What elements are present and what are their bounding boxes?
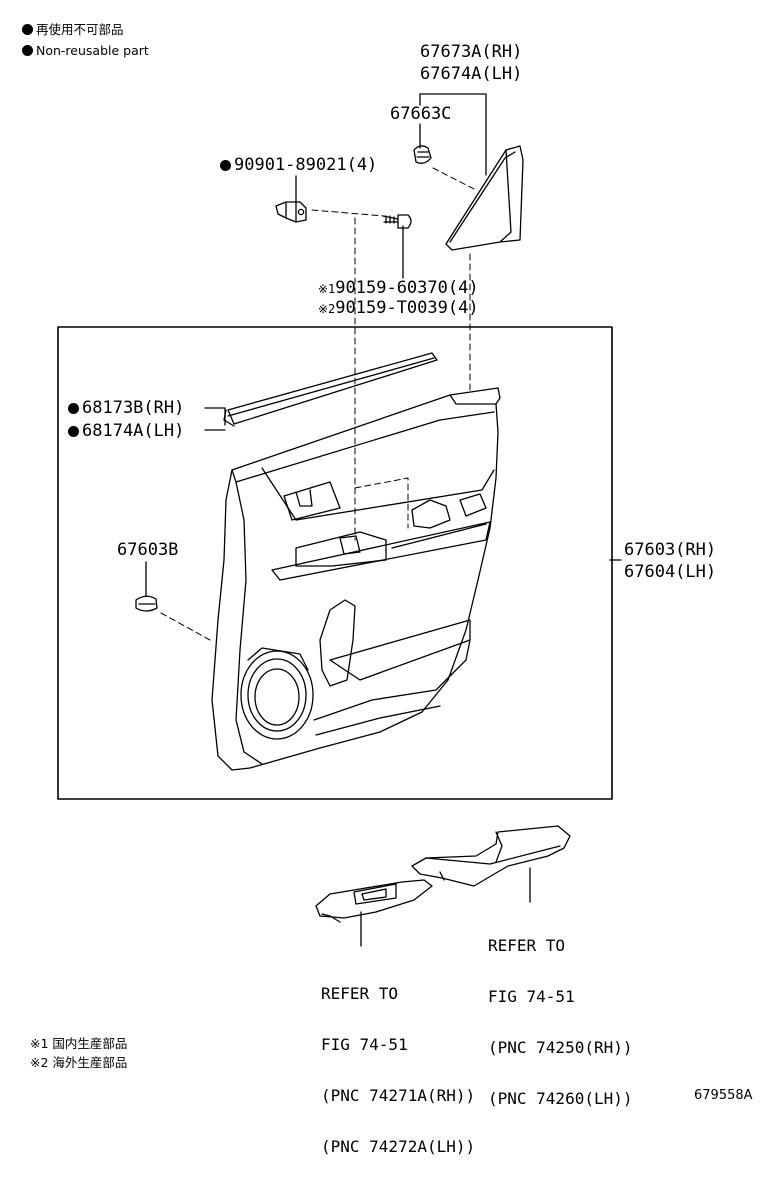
part-number-68173b: 68173B(RH) — [82, 398, 185, 418]
part-number-68174a: 68174A(LH) — [82, 421, 185, 441]
part-label-67604[interactable]: 67604(LH) — [624, 562, 717, 582]
part-label-68174a[interactable]: 68174A(LH) — [68, 421, 184, 441]
refer-upper-line-4: (PNC 74260(LH)) — [488, 1089, 633, 1108]
dashed-assembly-lines — [160, 167, 477, 641]
part-number-90159-t0039: 90159-T0039(4) — [335, 298, 479, 318]
refer-block-lower: REFER TO FIG 74-51 (PNC 74271A(RH)) (PNC… — [321, 951, 475, 1189]
assembly-frame — [57, 326, 613, 800]
non-reusable-dot-icon — [68, 426, 79, 437]
refer-upper-line-2[interactable]: FIG 74-51 — [488, 987, 575, 1006]
corner-garnish-drawing — [445, 145, 524, 251]
clip-90901-drawing — [275, 201, 307, 223]
switch-base-drawing — [315, 879, 433, 923]
part-label-67673a[interactable]: 67673A(RH) — [420, 42, 523, 62]
part-number-90159-60370: 90159-60370(4) — [335, 278, 479, 298]
figure-id: 679558A — [694, 1088, 753, 1103]
part-label-67674a[interactable]: 67674A(LH) — [420, 64, 523, 84]
screw-90159-drawing — [382, 214, 412, 229]
footnote-2: ※2 海外生産部品 — [30, 1055, 128, 1070]
legend-reuse-jp: 再使用不可部品 — [22, 22, 124, 38]
note-mark-2: ※2 — [318, 302, 336, 316]
legend-reuse-en: Non-reusable part — [22, 43, 149, 59]
weatherstrip-drawing — [223, 352, 438, 427]
refer-lower-line-2[interactable]: FIG 74-51 — [321, 1035, 408, 1054]
refer-lower-line-3: (PNC 74271A(RH)) — [321, 1086, 476, 1105]
non-reusable-dot-icon — [22, 24, 33, 35]
part-label-68173b[interactable]: 68173B(RH) — [68, 398, 184, 418]
refer-upper-line-3: (PNC 74250(RH)) — [488, 1038, 633, 1057]
part-label-90159-1[interactable]: ※190159-60370(4) — [318, 278, 479, 299]
refer-lower-line-4: (PNC 74272A(LH)) — [321, 1137, 476, 1156]
clip-67603b-drawing — [135, 595, 158, 612]
non-reusable-dot-icon — [68, 403, 79, 414]
refer-block-upper: REFER TO FIG 74-51 (PNC 74250(RH)) (PNC … — [488, 903, 633, 1141]
footnote-1: ※1 国内生産部品 — [30, 1036, 128, 1051]
part-number-90901: 90901-89021(4) — [234, 155, 378, 175]
non-reusable-dot-icon — [220, 160, 231, 171]
part-label-90901[interactable]: 90901-89021(4) — [220, 155, 377, 175]
diagram-drawing — [57, 93, 622, 947]
refer-lower-line-1: REFER TO — [321, 984, 399, 1003]
clip-67663c-drawing — [413, 145, 432, 164]
non-reusable-dot-icon — [22, 45, 33, 56]
armrest-drawing — [411, 825, 571, 887]
legend-line-2: Non-reusable part — [36, 43, 149, 58]
door-trim-board-drawing — [211, 387, 501, 771]
part-label-67603b[interactable]: 67603B — [117, 540, 179, 560]
legend-line-1: 再使用不可部品 — [36, 22, 124, 37]
part-label-67603[interactable]: 67603(RH) — [624, 540, 717, 560]
part-label-67663c[interactable]: 67663C — [390, 104, 452, 124]
leader-lines — [145, 93, 622, 947]
part-label-90159-2[interactable]: ※290159-T0039(4) — [318, 298, 479, 319]
note-mark-1: ※1 — [318, 282, 336, 296]
parts-diagram: 再使用不可部品 Non-reusable part 67673A(RH) 676… — [22, 22, 753, 1155]
refer-upper-line-1: REFER TO — [488, 936, 566, 955]
